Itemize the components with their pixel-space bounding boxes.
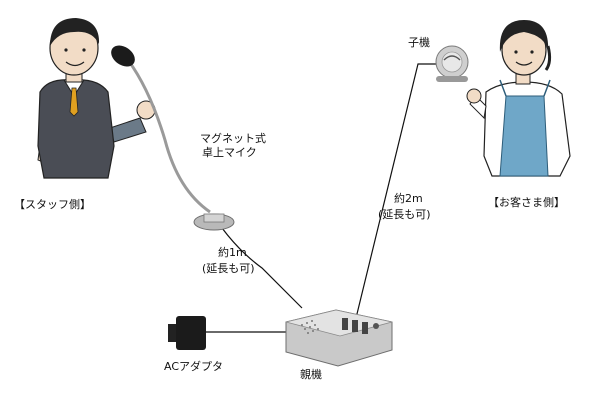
- mic-cable-length-line1: 約1m: [218, 246, 247, 259]
- desk-microphone: [111, 45, 235, 231]
- handset-label: 子機: [408, 36, 430, 49]
- mic-cable: [221, 227, 303, 309]
- handset-cable: [355, 63, 440, 319]
- cables: [206, 63, 440, 333]
- customer-figure: [466, 20, 571, 177]
- ac-adapter: [168, 316, 206, 350]
- customer-side-label: 【お客さま側】: [488, 196, 565, 209]
- handset-cable-length-line2: (延長も可): [378, 208, 431, 221]
- mic-label-line2: 卓上マイク: [202, 146, 257, 159]
- mic-label-line1: マグネット式: [200, 132, 266, 145]
- base-unit: [285, 309, 393, 367]
- base-unit-label: 親機: [300, 368, 322, 381]
- ac-adapter-label: ACアダプタ: [164, 360, 224, 373]
- handset-unit: [435, 45, 469, 82]
- staff-side-label: 【スタッフ側】: [14, 198, 91, 211]
- mic-cable-length-line2: (延長も可): [202, 262, 255, 275]
- handset-cable-length-line1: 約2m: [394, 192, 423, 205]
- staff-figure: [37, 18, 156, 179]
